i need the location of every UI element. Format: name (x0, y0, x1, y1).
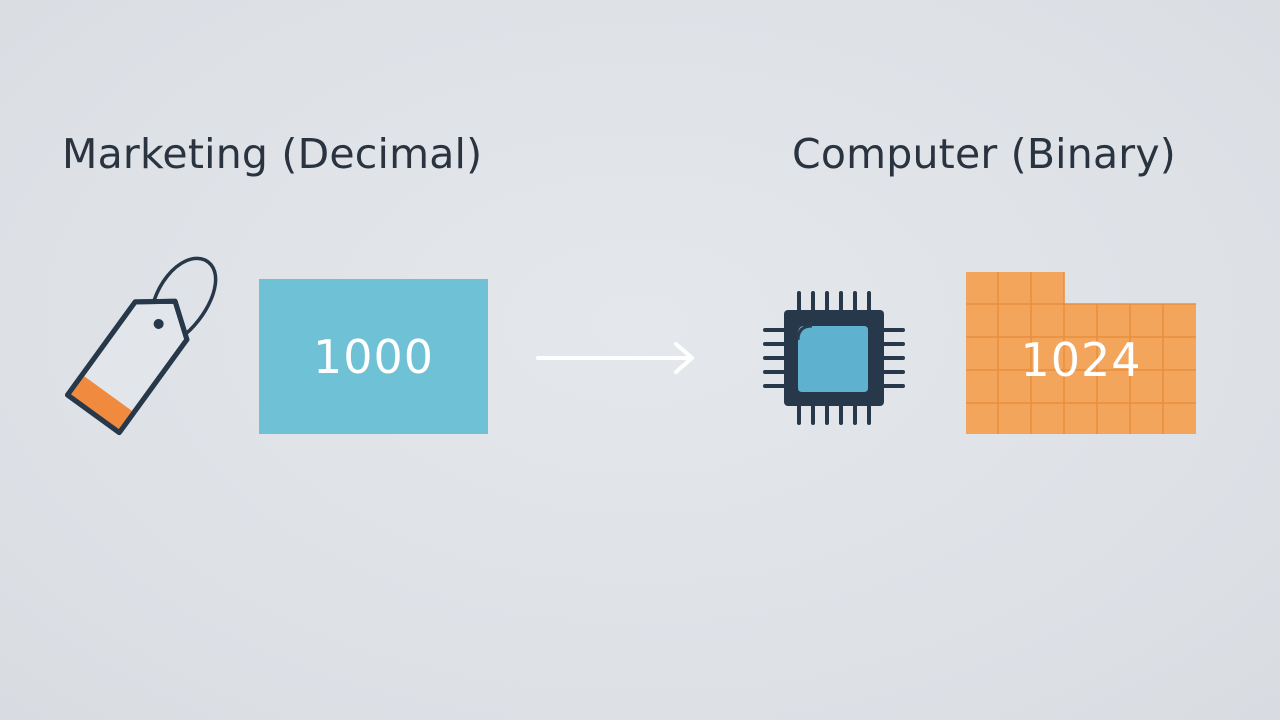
binary-value: 1024 (1020, 333, 1142, 387)
computer-heading: Computer (Binary) (792, 130, 1176, 178)
marketing-heading: Marketing (Decimal) (62, 130, 483, 178)
decimal-value-box: 1000 (259, 279, 488, 434)
binary-value-block (964, 270, 1198, 436)
microchip-icon (760, 290, 908, 426)
price-tag-icon (40, 250, 230, 440)
decimal-value: 1000 (312, 329, 435, 384)
arrow-right-icon (534, 338, 700, 378)
